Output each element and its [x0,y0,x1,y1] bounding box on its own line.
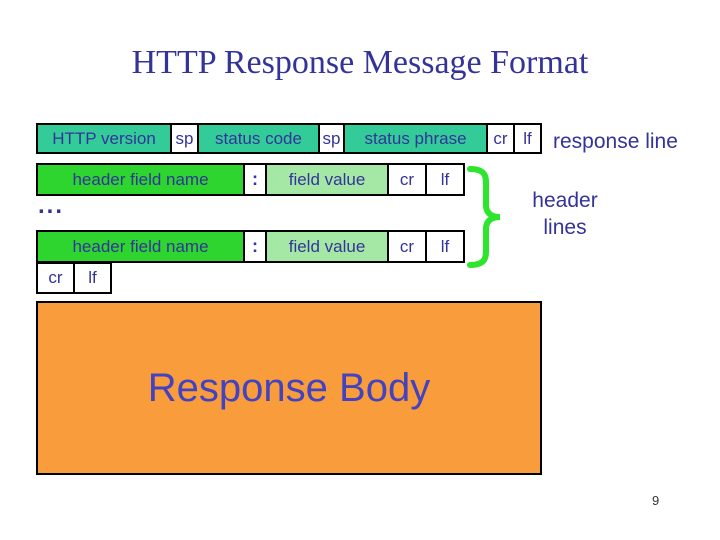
header-lines-annotation: header lines [505,187,625,241]
box-sp-1: sp [170,123,199,154]
box-field-value-2: field value [265,230,389,263]
box-header-field-name-2: header field name [36,230,245,263]
slide-title: HTTP Response Message Format [131,44,589,81]
box-cr-response-line: cr [486,123,515,154]
box-lf-header-1: lf [425,163,465,196]
page-number: 9 [652,493,660,508]
header-row-2: header field name : field value cr lf [36,230,465,263]
header-row-1: header field name : field value cr lf [36,163,465,196]
crlf-row: cr lf [36,262,112,294]
box-http-version: HTTP version [36,123,172,154]
box-cr-header-1: cr [387,163,427,196]
box-lf-header-2: lf [425,230,465,263]
box-lf-response-line: lf [513,123,542,154]
header-lines-annotation-line1: header [532,189,598,212]
response-body-box: Response Body [36,301,542,475]
box-status-code: status code [197,123,320,154]
box-field-value-1: field value [265,163,389,196]
box-status-phrase: status phrase [343,123,488,154]
ellipsis: ... [38,192,65,219]
box-sp-2: sp [318,123,345,154]
box-header-field-name-1: header field name [36,163,245,196]
curly-brace-icon [467,166,501,268]
box-colon-separator-1: : [243,163,267,196]
response-body-label: Response Body [147,365,431,410]
response-line-annotation: response line [553,130,678,153]
box-lf-blank-line: lf [73,262,112,294]
header-lines-annotation-line2: lines [543,216,587,239]
box-cr-header-2: cr [387,230,427,263]
response-line-row: HTTP version sp status code sp status ph… [36,123,542,154]
box-colon-separator-2: : [243,230,267,263]
box-cr-blank-line: cr [36,262,75,294]
